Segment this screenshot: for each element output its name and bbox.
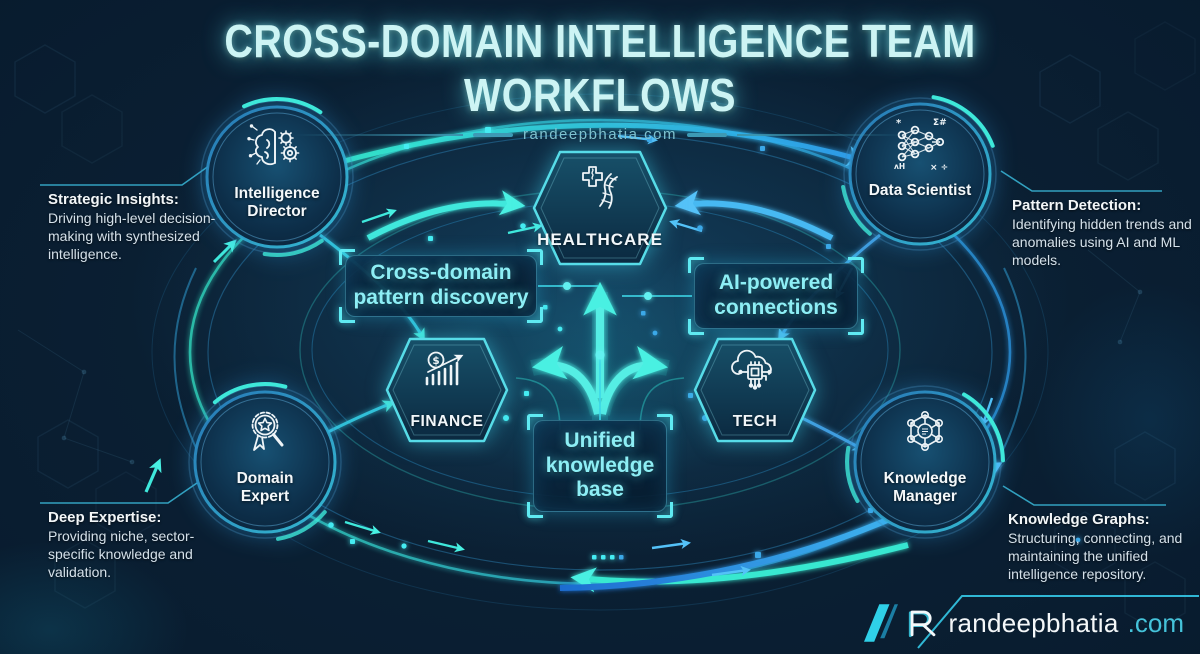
- role-label: Knowledge Manager: [883, 470, 967, 505]
- corner-glow: [1030, 280, 1200, 560]
- hexagon-shape: [385, 337, 509, 443]
- bracket-corner-icon: [339, 249, 355, 265]
- subtitle-notch: [473, 132, 514, 137]
- footer-brand: randeepbhatia .com: [864, 602, 1184, 644]
- bracket-corner-icon: [688, 319, 704, 335]
- annotation-pattern-detection: Pattern Detection: Identifying hidden tr…: [1012, 197, 1194, 270]
- callout-label: Unified knowledge base: [545, 428, 655, 502]
- subtitle-line: [295, 133, 464, 136]
- hexagon-shape: [693, 337, 817, 443]
- domain-label: FINANCE: [410, 413, 484, 430]
- svg-text:ᴧH: ᴧH: [894, 162, 905, 171]
- subtitle-line: [736, 133, 905, 136]
- role-node-intelligence-director: Intelligence Director: [195, 95, 359, 259]
- bracket-corner-icon: [657, 414, 673, 430]
- brain-gears-icon: [247, 124, 300, 166]
- callout-label: Cross-domain pattern discovery: [353, 261, 529, 309]
- node-ring: [185, 382, 345, 542]
- bracket-corner-icon: [527, 414, 543, 430]
- site-subtitle: randeepbhatia.com: [523, 126, 677, 143]
- role-node-knowledge-manager: Knowledge Manager: [843, 380, 1007, 544]
- annotation-strategic-insights: Strategic Insights: Driving high-level d…: [48, 191, 230, 264]
- role-node-data-scientist: * Σ# ᴧH × ÷ Data Scientist: [838, 92, 1002, 256]
- brand-slash-icon: [864, 604, 899, 642]
- bracket-corner-icon: [688, 257, 704, 273]
- bracket-corner-icon: [657, 502, 673, 518]
- annotation-heading: Pattern Detection:: [1012, 197, 1142, 214]
- domain-node-finance: $ FINANCE: [383, 335, 511, 445]
- annotation-body: Providing niche, sector-specific knowled…: [48, 528, 195, 581]
- svg-text:$: $: [432, 355, 439, 367]
- corner-glow: [0, 540, 190, 654]
- svg-text:× ÷: × ÷: [930, 163, 948, 173]
- role-label: Intelligence Director: [234, 185, 320, 220]
- brand-name: randeepbhatia: [948, 607, 1119, 638]
- svg-text:Σ#: Σ#: [933, 118, 947, 128]
- medical-cross-dna-icon: [582, 166, 618, 209]
- brand-logo-icon: [909, 610, 936, 638]
- annotation-body: Driving high-level decision-making with …: [48, 210, 216, 263]
- annotation-heading: Strategic Insights:: [48, 191, 179, 208]
- annotation-deep-expertise: Deep Expertise: Providing niche, sector-…: [48, 509, 230, 582]
- bracket-corner-icon: [848, 319, 864, 335]
- bracket-corner-icon: [527, 249, 543, 265]
- node-ring: [197, 97, 357, 257]
- callout-unified-knowledge-base: Unified knowledge base: [527, 414, 673, 518]
- node-ring: [845, 382, 1005, 542]
- page-title: CROSS-DOMAIN INTELLIGENCE TEAM WORKFLOWS: [224, 15, 976, 121]
- cloud-chip-icon: [731, 349, 772, 390]
- annotation-heading: Deep Expertise:: [48, 509, 162, 526]
- annotation-body: Structuring, connecting, and maintaining…: [1008, 530, 1183, 583]
- domain-node-tech: TECH: [691, 335, 819, 445]
- bracket-corner-icon: [848, 257, 864, 273]
- role-label: Domain Expert: [236, 470, 294, 505]
- annotation-knowledge-graphs: Knowledge Graphs: Structuring, connectin…: [1008, 511, 1190, 584]
- annotation-heading: Knowledge Graphs:: [1008, 511, 1150, 528]
- domain-label: TECH: [732, 413, 778, 430]
- knowledge-graph-icon: [906, 410, 944, 452]
- role-label: Data Scientist: [868, 182, 972, 199]
- neural-network-icon: * Σ# ᴧH × ÷: [894, 118, 948, 173]
- hexagon-shape: [532, 150, 668, 266]
- bracket-corner-icon: [339, 307, 355, 323]
- bracket-corner-icon: [527, 307, 543, 323]
- header: CROSS-DOMAIN INTELLIGENCE TEAM WORKFLOWS…: [0, 0, 1200, 143]
- brand-tld: .com: [1127, 607, 1184, 638]
- role-node-domain-expert: Domain Expert: [183, 380, 347, 544]
- subtitle-row: randeepbhatia.com: [0, 126, 1200, 143]
- svg-text:*: *: [896, 118, 902, 129]
- bracket-corner-icon: [527, 502, 543, 518]
- domain-label: HEALTHCARE: [537, 230, 663, 249]
- domain-node-healthcare: HEALTHCARE: [530, 148, 670, 268]
- callout-label: AI-powered connections: [714, 271, 838, 319]
- badge-star-magnifier-icon: [251, 411, 284, 451]
- subtitle-notch: [686, 132, 727, 137]
- node-ring: [840, 94, 1000, 254]
- annotation-body: Identifying hidden trends and anomalies …: [1012, 216, 1192, 269]
- callout-cross-domain-pattern-discovery: Cross-domain pattern discovery: [339, 249, 543, 323]
- dollar-growth-chart-icon: $: [425, 351, 464, 386]
- callout-ai-powered-connections: AI-powered connections: [688, 257, 864, 335]
